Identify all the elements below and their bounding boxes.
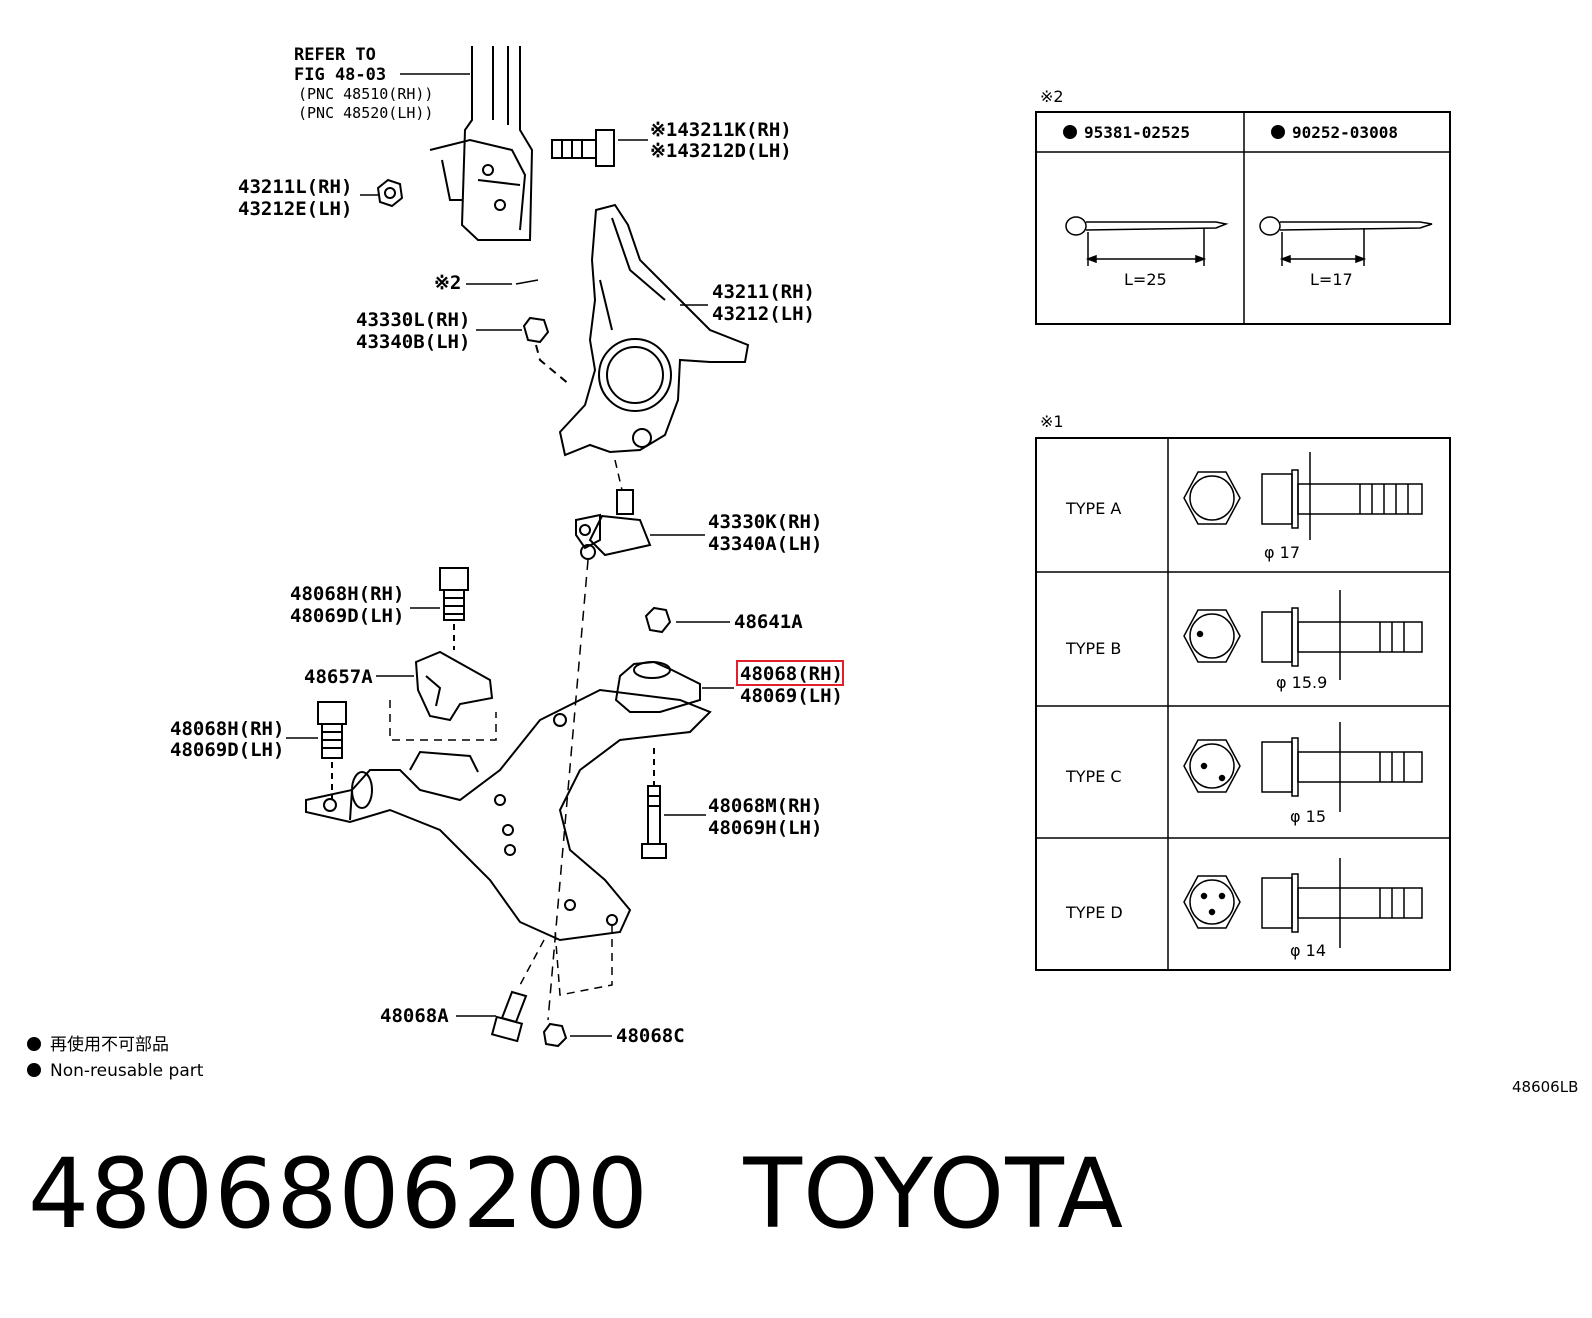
refer-pnc2: (PNC 48520(LH)) (298, 104, 433, 122)
pin-col2-length: L=17 (1310, 270, 1353, 289)
bolt-a-drawing (410, 567, 469, 650)
label-nut-top-lh: 43212E(LH) (238, 198, 352, 220)
footer-part-number: 4806806200 (28, 1138, 649, 1250)
label-knuckle-rh: 43211(RH) (712, 281, 815, 303)
hub-bolt-icon-b (1183, 590, 1423, 680)
hub-bolt-icon-a (1183, 452, 1423, 540)
pin-col1-part: 95381-02525 (1084, 123, 1190, 142)
type-table: ※1 TYPE A TYPE B TYPE C TYPE D φ 17 (1035, 412, 1451, 971)
type-row-dia: φ 14 (1290, 941, 1326, 960)
label-nut-top-rh: 43211L(RH) (238, 176, 352, 198)
label-bolt-a-lh: 48069D(LH) (290, 605, 404, 627)
label-bolt-48068a: 48068A (380, 1005, 449, 1027)
nut-48068c-drawing (542, 1022, 612, 1048)
bolt-c-drawing (641, 748, 706, 859)
footer-title: 4806806200 TOYOTA (28, 1138, 1124, 1250)
label-arm-lh: 48069(LH) (740, 685, 843, 707)
type-row-label: TYPE B (1065, 639, 1121, 658)
label-castle-nut-rh: 43330L(RH) (356, 309, 470, 331)
label-arm-rh[interactable]: 48068(RH) (740, 663, 843, 685)
bolt-b-drawing (286, 701, 347, 800)
label-bracket: 48657A (304, 666, 373, 688)
label-pin-ref: ※2 (434, 272, 461, 294)
non-reusable-dot-icon (1271, 125, 1285, 139)
ball-joint-drawing (575, 489, 705, 560)
refer-line2: FIG 48-03 (294, 65, 386, 85)
label-bolt-a-rh: 48068H(RH) (290, 583, 404, 605)
label-ball-joint-rh: 43330K(RH) (708, 511, 822, 533)
type-row-dia: φ 15 (1290, 807, 1326, 826)
top-bolt-drawing (551, 129, 648, 167)
type-row-label: TYPE D (1065, 903, 1123, 922)
non-reusable-dot-icon (27, 1063, 41, 1077)
label-nut-48641: 48641A (734, 611, 803, 633)
footer-brand: TOYOTA (743, 1138, 1125, 1250)
label-bolt-b-lh: 48069D(LH) (170, 739, 284, 761)
refer-line1: REFER TO (294, 45, 376, 65)
bolt-48068a-drawing (456, 990, 528, 1043)
type-row-label: TYPE A (1065, 499, 1121, 518)
pin-table-ref: ※2 (1040, 87, 1064, 106)
image-code: 48606LB (1512, 1078, 1578, 1096)
bushing-drawing (614, 660, 734, 713)
non-reusable-dot-icon (1063, 125, 1077, 139)
cotter-pin-small (466, 279, 539, 285)
nut-48641-drawing (644, 606, 730, 634)
refer-pnc1: (PNC 48510(RH)) (298, 85, 433, 103)
pin-table: ※2 95381-02525 90252-03008 L=25 L=17 (1035, 87, 1451, 325)
bracket-drawing (376, 650, 497, 741)
label-knuckle-lh: 43212(LH) (712, 303, 815, 325)
label-bolt-c-lh: 48069H(LH) (708, 817, 822, 839)
cotter-pin-icon (1259, 216, 1433, 266)
hub-bolt-icon-d (1183, 858, 1423, 948)
pin-col2-part: 90252-03008 (1292, 123, 1398, 142)
non-reusable-dot-icon (27, 1037, 41, 1051)
type-row-dia: φ 15.9 (1276, 673, 1327, 692)
label-bolt-top-lh: ※143212D(LH) (650, 140, 792, 162)
cotter-pin-icon (1065, 216, 1229, 266)
legend-line1: 再使用不可部品 (50, 1034, 169, 1055)
label-castle-nut-lh: 43340B(LH) (356, 331, 470, 353)
legend-line2: Non-reusable part (50, 1061, 204, 1081)
lower-arm-drawing (305, 688, 712, 996)
label-nut-48068c: 48068C (616, 1025, 685, 1047)
type-table-ref: ※1 (1040, 412, 1064, 431)
top-nut-drawing (360, 178, 404, 208)
type-row-dia: φ 17 (1264, 543, 1300, 562)
label-bolt-b-rh: 48068H(RH) (170, 718, 284, 740)
hub-bolt-icon-c (1183, 722, 1423, 812)
refer-note: REFER TO FIG 48-03 (PNC 48510(RH)) (PNC … (294, 45, 470, 122)
strut-drawing (429, 46, 534, 241)
label-bolt-c-rh: 48068M(RH) (708, 795, 822, 817)
label-ball-joint-lh: 43340A(LH) (708, 533, 822, 555)
legend: 再使用不可部品 Non-reusable part (27, 1034, 204, 1081)
castle-nut-drawing (476, 316, 571, 386)
label-bolt-top-rh: ※143211K(RH) (650, 119, 792, 141)
knuckle-drawing (558, 203, 750, 457)
pin-col1-length: L=25 (1124, 270, 1167, 289)
highlight-box (736, 660, 844, 686)
type-row-label: TYPE C (1065, 767, 1122, 786)
